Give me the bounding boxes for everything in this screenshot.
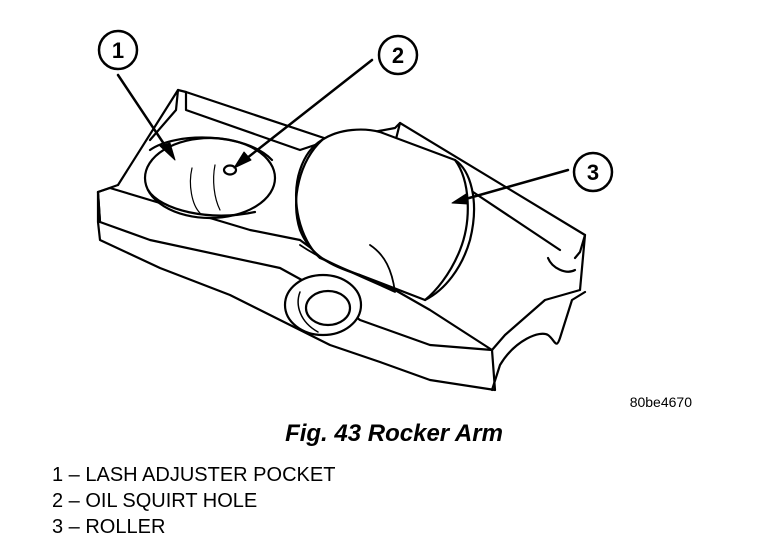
pocket-inner-rim	[146, 136, 274, 217]
arrowhead-2	[233, 151, 252, 169]
callout-circle-3	[572, 151, 614, 193]
callout-number-2: 2	[392, 43, 404, 68]
figure-reference-code: 80be4670	[630, 394, 693, 410]
rocker-right-end	[490, 233, 587, 392]
rocker-left-end	[96, 183, 120, 224]
callout-number-1: 1	[112, 38, 124, 63]
pivot-boss-inner	[304, 289, 352, 327]
arrowhead-3	[451, 193, 469, 205]
pocket-shading	[189, 164, 221, 214]
roller-right-rim	[423, 158, 469, 302]
callout-circle-2	[377, 34, 419, 76]
callout-number-3: 3	[587, 160, 599, 185]
legend-item-lash-adjuster-pocket: 1 – LASH ADJUSTER POCKET	[52, 464, 336, 486]
figure-caption: Fig. 43 Rocker Arm	[285, 420, 503, 447]
oil-squirt-hole	[222, 164, 238, 176]
legend-item-roller: 3 – ROLLER	[52, 516, 166, 538]
roller-front-edge	[295, 138, 362, 277]
rocker-end-notch	[546, 256, 577, 273]
leader-2	[240, 58, 374, 164]
callout-circle-1	[97, 29, 139, 71]
leader-3	[460, 168, 570, 202]
figure-legend: 1 – LASH ADJUSTER POCKET 2 – OIL SQUIRT …	[52, 462, 335, 540]
roller-axle-side	[299, 244, 396, 293]
arrowhead-1	[159, 142, 176, 161]
pivot-boss-shade	[297, 291, 319, 333]
leader-1	[116, 73, 170, 152]
legend-item-oil-squirt-hole: 2 – OIL SQUIRT HOLE	[52, 490, 258, 512]
